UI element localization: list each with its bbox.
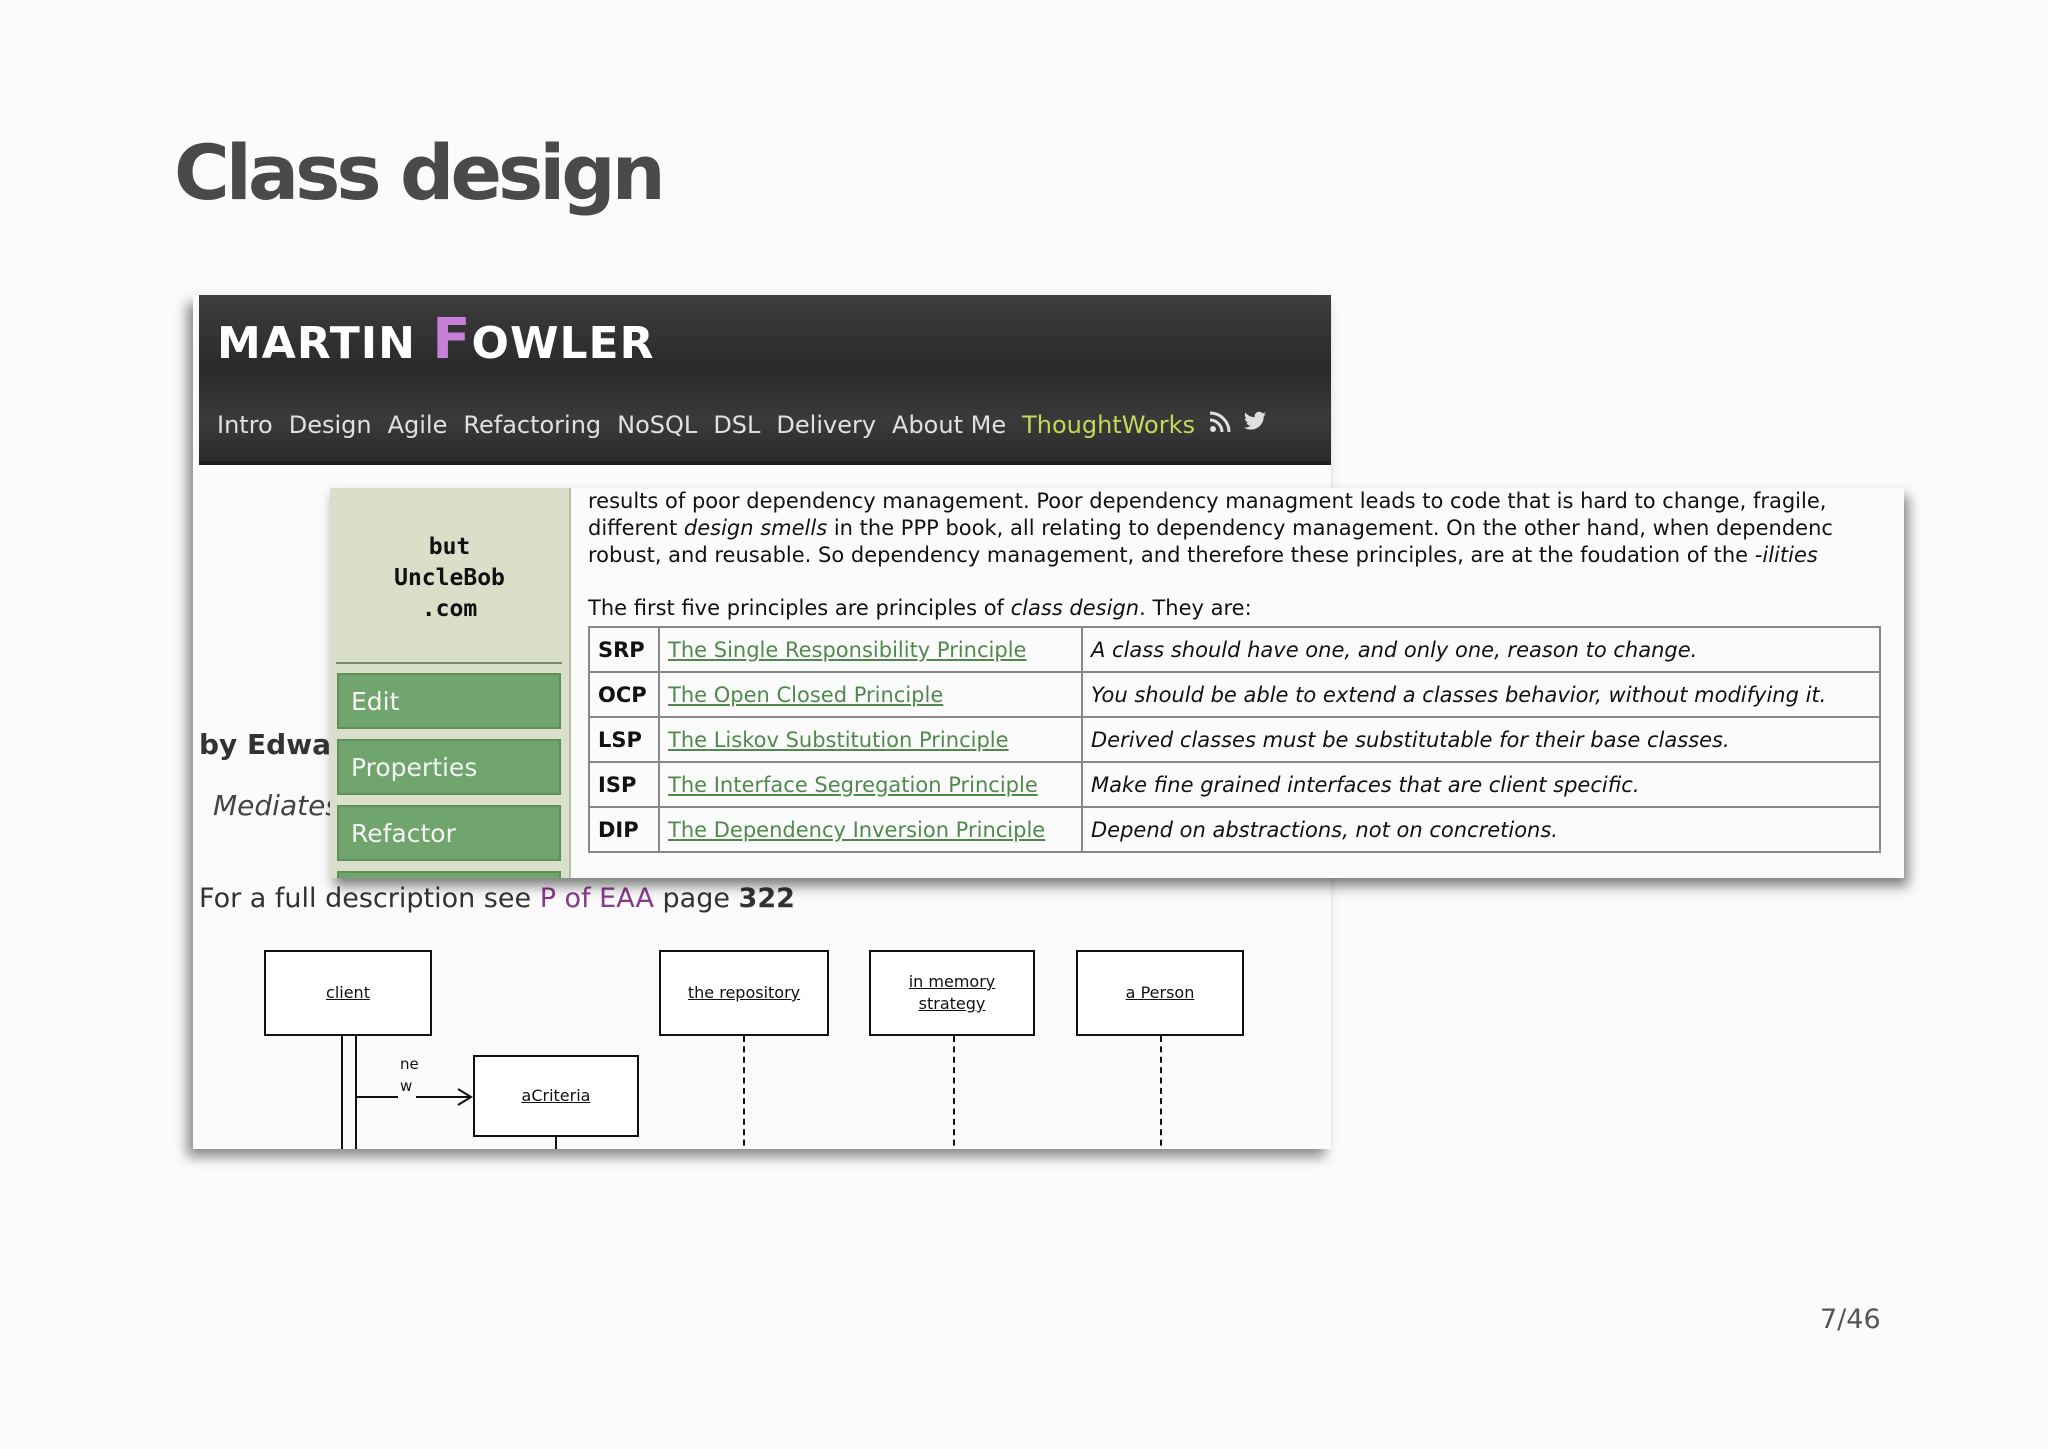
principle-abbr: ISP (588, 761, 660, 808)
uml-criteria-box: aCriteria (473, 1055, 639, 1137)
intro-a: The first five principles are principles… (588, 596, 1011, 620)
principle-link[interactable]: The Open Closed Principle (658, 671, 1083, 718)
principle-link[interactable]: The Interface Segregation Principle (658, 761, 1083, 808)
nav-refactoring[interactable]: Refactoring (463, 411, 602, 439)
nav-design[interactable]: Design (288, 411, 372, 439)
uml-new-label-2: w (400, 1077, 413, 1095)
principle-abbr: LSP (588, 716, 660, 763)
logo-line-1: but (428, 534, 471, 560)
uml-new-arrow (356, 1088, 473, 1106)
byline: by Edwa (199, 728, 331, 761)
principle-desc: A class should have one, and only one, r… (1081, 626, 1881, 673)
p-of-eaa-link[interactable]: P of EAA (539, 883, 654, 914)
intro-b: class design (1010, 596, 1140, 620)
full-desc-prefix: For a full description see (199, 883, 540, 914)
uml-client-box: client (264, 950, 432, 1036)
para-line-2c: in the PPP book, all relating to depende… (827, 516, 1833, 540)
uml-person-lifeline (1160, 1036, 1162, 1149)
principle-abbr: DIP (588, 806, 660, 853)
unclebob-logo[interactable]: but UncleBob .com (330, 532, 569, 625)
page-number: 7/46 (1820, 1304, 1881, 1335)
unclebob-sidebar: but UncleBob .com Edit Properties Refact… (330, 488, 571, 878)
logo-text-martin: MARTIN (217, 318, 433, 369)
slide-title: Class design (174, 128, 666, 217)
uml-person-box: a Person (1076, 950, 1244, 1036)
uml-client-label: client (326, 983, 370, 1002)
uml-criteria-lifeline (555, 1137, 557, 1149)
principle-link[interactable]: The Dependency Inversion Principle (658, 806, 1083, 853)
uml-new-label-1: ne (400, 1055, 419, 1073)
logo-text-owler: OWLER (471, 318, 655, 369)
principle-abbr: SRP (588, 626, 660, 673)
para-line-3b: -ilities (1754, 543, 1818, 567)
para-line-2a: different (588, 516, 684, 540)
principle-desc: Make fine grained interfaces that are cl… (1081, 761, 1881, 808)
logo-line-2: UncleBob (394, 565, 505, 591)
properties-button[interactable]: Properties (337, 739, 561, 795)
uml-client-activation-left (341, 1036, 343, 1149)
principle-desc: You should be able to extend a classes b… (1081, 671, 1881, 718)
nav-dsl[interactable]: DSL (713, 411, 761, 439)
edit-button[interactable]: Edit (337, 673, 561, 729)
unclebob-screenshot: but UncleBob .com Edit Properties Refact… (330, 488, 1904, 878)
uml-repository-label: the repository (687, 983, 801, 1002)
logo-text-f: F (432, 307, 472, 372)
full-description: For a full description see P of EAA page… (199, 883, 795, 914)
principle-link[interactable]: The Single Responsibility Principle (658, 626, 1083, 673)
para-line-2b: design smells (683, 516, 828, 540)
uml-person-label: a Person (1125, 983, 1195, 1002)
table-row: SRP The Single Responsibility Principle … (588, 626, 1881, 673)
mediates-text: Mediates (213, 789, 340, 822)
uml-strategy-label: strategy (918, 994, 986, 1013)
refactor-button[interactable]: Refactor (337, 805, 561, 861)
dependency-paragraph: results of poor dependency management. P… (588, 488, 1904, 569)
nav-nosql[interactable]: NoSQL (617, 411, 698, 439)
sidebar-button-partial[interactable] (337, 871, 561, 878)
uml-memory-lifeline (953, 1036, 955, 1149)
logo-line-3: .com (421, 596, 478, 622)
fowler-nav: Intro Design Agile Refactoring NoSQL DSL… (209, 411, 1273, 440)
principle-abbr: OCP (588, 671, 660, 718)
intro-c: . They are: (1139, 596, 1252, 620)
para-line-1: results of poor dependency management. P… (588, 489, 1827, 513)
uml-client-activation-right (355, 1036, 357, 1149)
nav-agile[interactable]: Agile (387, 411, 448, 439)
principle-desc: Depend on abstractions, not on concretio… (1081, 806, 1881, 853)
uml-repository-lifeline (743, 1036, 745, 1149)
uml-repository-box: the repository (659, 950, 829, 1036)
para-line-3: robust, and reusable. So dependency mana… (588, 542, 1904, 569)
full-desc-page: 322 (738, 883, 795, 914)
nav-intro[interactable]: Intro (217, 411, 273, 439)
table-row: ISP The Interface Segregation Principle … (588, 761, 1881, 808)
table-row: LSP The Liskov Substitution Principle De… (588, 716, 1881, 763)
rss-icon[interactable] (1203, 411, 1237, 440)
fowler-header: MARTIN FOWLER Intro Design Agile Refacto… (199, 295, 1331, 465)
sidebar-divider (336, 662, 562, 664)
para-line-2: different design smells in the PPP book,… (588, 515, 1904, 542)
martin-fowler-logo[interactable]: MARTIN FOWLER (217, 307, 654, 372)
principle-desc: Derived classes must be substitutable fo… (1081, 716, 1881, 763)
nav-thoughtworks[interactable]: ThoughtWorks (1022, 411, 1195, 439)
principles-intro: The first five principles are principles… (588, 596, 1252, 620)
para-line-3a: robust, and reusable. So dependency mana… (588, 543, 1755, 567)
nav-delivery[interactable]: Delivery (776, 411, 877, 439)
table-row: DIP The Dependency Inversion Principle D… (588, 806, 1881, 853)
uml-memory-strategy-box: in memory strategy (869, 950, 1035, 1036)
twitter-icon[interactable] (1237, 411, 1273, 440)
table-row: OCP The Open Closed Principle You should… (588, 671, 1881, 718)
principles-table: SRP The Single Responsibility Principle … (588, 626, 1881, 853)
uml-criteria-label: aCriteria (521, 1086, 591, 1105)
nav-about-me[interactable]: About Me (892, 411, 1007, 439)
full-desc-middle: page (653, 883, 739, 914)
principle-link[interactable]: The Liskov Substitution Principle (658, 716, 1083, 763)
uml-memory-label: in memory (908, 972, 996, 991)
